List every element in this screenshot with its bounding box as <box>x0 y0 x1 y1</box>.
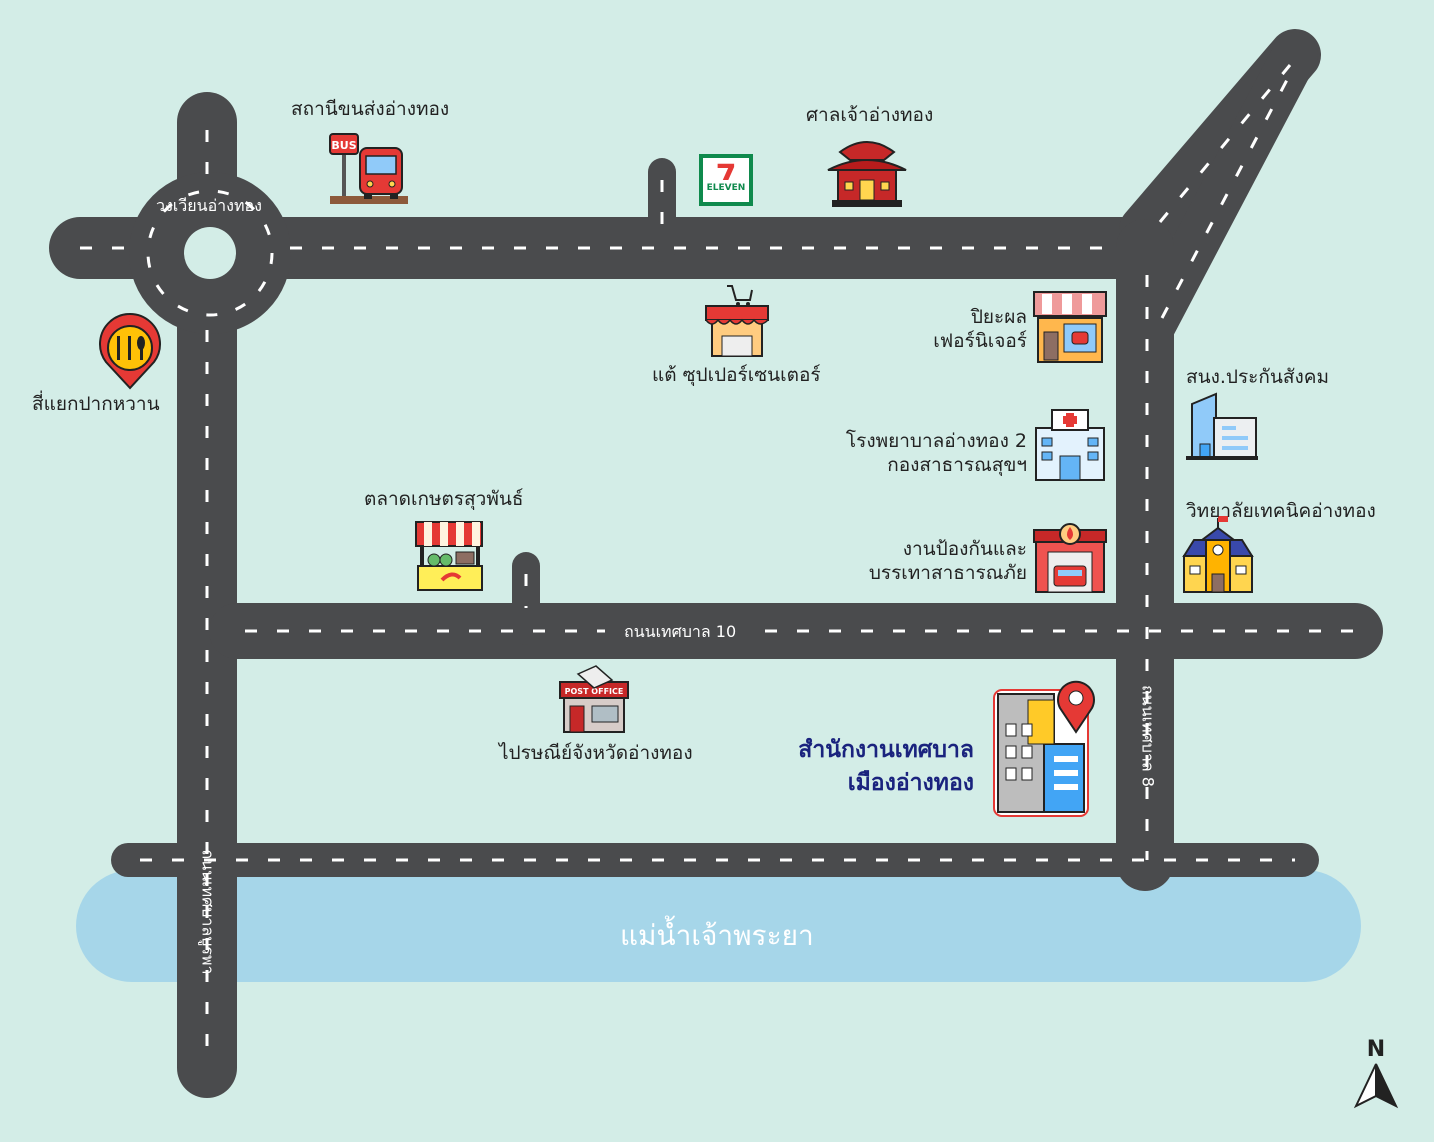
post-office-icon: POST OFFICE <box>559 665 629 733</box>
river-shape <box>76 870 1361 982</box>
label-furniture-line1: ปิยะผล <box>970 306 1027 328</box>
supermarket-icon <box>705 285 769 357</box>
label-roundabout: วงเวียนอ่างทอง <box>156 196 262 215</box>
north-arrow-icon: N <box>1353 1037 1399 1109</box>
label-furniture: ปิยะผล เฟอร์นิเจอร์ <box>933 306 1027 354</box>
post-office-sign: POST OFFICE <box>565 687 624 696</box>
label-hospital-line1: โรงพยาบาลอ่างทอง 2 <box>845 430 1027 452</box>
fire-station-icon <box>1033 523 1107 593</box>
shrine-icon <box>827 141 907 207</box>
label-social-security: สนง.ประกันสังคม <box>1186 366 1329 388</box>
label-hospital: โรงพยาบาลอ่างทอง 2 กองสาธารณสุขฯ <box>846 430 1027 478</box>
label-bus-station: สถานีขนส่งอ่างทอง <box>291 98 450 120</box>
market-stall-icon <box>415 521 483 591</box>
label-municipal-line1: สำนักงานเทศบาล <box>798 737 974 763</box>
seven-eleven-text: ELEVEN <box>707 183 746 193</box>
label-post-office: ไปรษณีย์จังหวัดอ่างทอง <box>499 742 693 764</box>
furniture-store-icon <box>1033 291 1107 363</box>
label-restaurant: สี่แยกปากหวาน <box>32 393 160 415</box>
label-furniture-line2: เฟอร์นิเจอร์ <box>933 329 1027 352</box>
label-road-thesaban-10: ถนนเทศบาล 10 <box>624 622 737 641</box>
roundabout-center <box>184 227 236 279</box>
label-fire-line2: บรรเทาสาธารณภัย <box>868 561 1027 584</box>
label-municipal-line2: เมืองอ่างทอง <box>847 770 974 797</box>
lane-markings <box>80 64 1360 1065</box>
label-fire-line1: งานป้องกันและ <box>902 538 1027 560</box>
label-supermarket: แต้ ซุปเปอร์เซนเตอร์ <box>652 364 821 386</box>
bus-sign-text: BUS <box>331 139 356 152</box>
label-municipal-office: สำนักงานเทศบาล เมืองอ่างทอง <box>798 734 974 801</box>
label-shrine: ศาลเจ้าอ่างทอง <box>806 104 934 126</box>
compass-label: N <box>1367 1037 1385 1062</box>
label-market: ตลาดเกษตรสุวพันธ์ <box>364 488 524 510</box>
restaurant-pin-icon <box>99 313 161 390</box>
college-icon <box>1182 516 1254 593</box>
municipal-office-icon <box>993 680 1095 817</box>
label-road-west: ถนนเทศบาลบูรพา <box>198 849 218 975</box>
bus-station-icon: BUS <box>329 133 408 204</box>
roundabout-dashes <box>146 189 274 317</box>
label-college: วิทยาลัยเทคนิคอ่างทอง <box>1186 500 1376 522</box>
label-fire-station: งานป้องกันและ บรรเทาสาธารณภัย <box>869 538 1027 586</box>
label-hospital-line2: กองสาธารณสุขฯ <box>887 453 1027 476</box>
hospital-icon <box>1035 409 1105 481</box>
office-building-icon <box>1186 392 1258 460</box>
seven-eleven-icon: 7 ELEVEN <box>699 154 753 206</box>
label-road-thesaban-8: ถนนเทศบาล 8 <box>1138 685 1158 787</box>
label-river: แม่น้ำเจ้าพระยา <box>620 919 814 952</box>
roundabout-ring <box>129 172 291 334</box>
